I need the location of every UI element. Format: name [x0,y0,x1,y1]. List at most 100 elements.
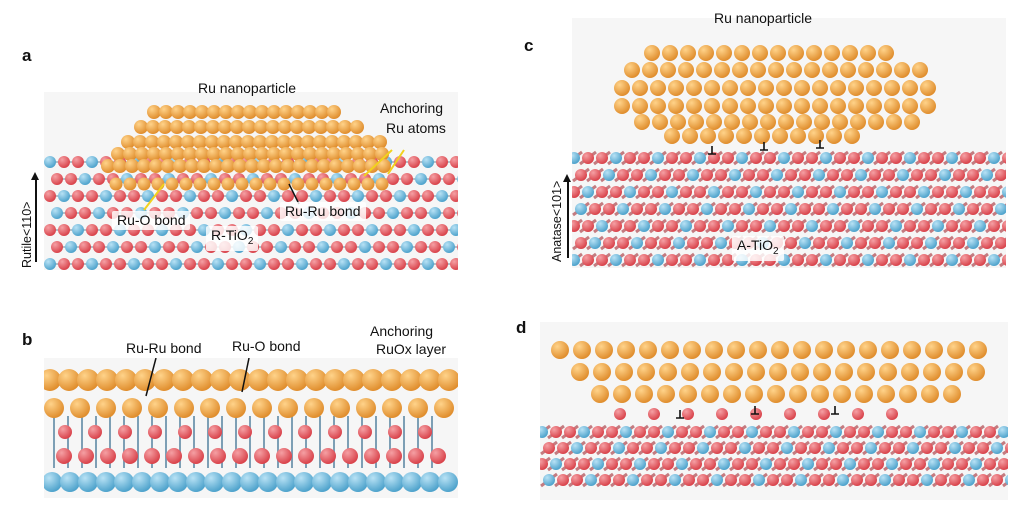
oxygen-atom [848,152,860,164]
oxygen-atom [851,474,863,486]
oxygen-atom [935,474,947,486]
ru-atom [337,135,351,149]
titanium-atom [603,169,615,181]
oxygen-atom [617,237,629,249]
oxygen-atom [876,152,888,164]
ru-atom [683,341,701,359]
oxygen-atom [606,458,618,470]
oxygen-atom [918,254,930,266]
oxygen-atom [430,448,446,464]
titanium-atom [348,472,368,492]
oxygen-atom [739,474,751,486]
ru-atom [664,128,680,144]
titanium-atom [946,152,958,164]
oxygen-atom [816,458,828,470]
oxygen-atom [925,169,937,181]
oxygen-atom [687,203,699,215]
oxygen-atom [122,448,138,464]
panel-a-nanoparticle-label: Ru nanoparticle [198,80,297,96]
titanium-atom [820,152,832,164]
ru-atom [945,363,963,381]
oxygen-atom [995,237,1006,249]
oxygen-atom [771,203,783,215]
oxygen-atom [276,448,292,464]
ru-atom [668,80,684,96]
bond [387,149,405,175]
ru-atom [181,135,195,149]
titanium-atom [743,203,755,215]
titanium-atom [613,442,625,454]
ru-atom [571,363,589,381]
ru-atom [77,369,99,391]
oxygen-atom [401,173,413,185]
oxygen-atom [324,190,336,202]
titanium-atom [736,152,748,164]
titanium-atom [275,241,287,253]
ru-atom [884,80,900,96]
oxygen-atom [886,426,898,438]
ru-atom [172,369,194,391]
oxygen-atom [100,224,112,236]
oxygen-atom [582,152,594,164]
oxygen-atom [166,448,182,464]
oxygen-atom [358,425,372,439]
oxygen-atom [380,190,392,202]
oxygen-atom [627,442,639,454]
ru-atom [174,398,194,418]
oxygen-atom [823,474,835,486]
ru-atom [632,80,648,96]
ru-atom [158,120,172,134]
oxygen-atom [680,186,692,198]
oxygen-atom [589,169,601,181]
ru-atom [754,128,770,144]
ru-atom [776,98,792,114]
oxygen-atom [65,207,77,219]
oxygen-atom [809,442,821,454]
ru-atom [772,128,788,144]
ru-atom [806,45,822,61]
oxygen-atom [827,237,839,249]
ru-atom [253,135,267,149]
ru-atom [195,105,209,119]
oxygen-atom [422,190,434,202]
dislocation-mark [676,410,684,419]
ru-atom [182,120,196,134]
titanium-atom [753,474,765,486]
panel-b-ru-ru-bond-label: Ru-Ru bond [126,340,202,356]
titanium-atom [872,426,884,438]
panel-b-structure [44,358,458,498]
oxygen-atom [289,241,301,253]
oxygen-atom [907,474,919,486]
oxygen-atom [991,474,1003,486]
ru-atom [343,369,365,391]
titanium-atom [988,254,1000,266]
oxygen-atom [170,190,182,202]
ru-atom [884,98,900,114]
titanium-atom [268,190,280,202]
ru-atom [351,147,365,161]
titanium-atom [366,472,386,492]
titanium-atom [93,207,105,219]
ru-atom [899,385,917,403]
oxygen-atom [967,203,979,215]
oxygen-atom [848,186,860,198]
oxygen-atom [939,203,951,215]
oxygen-atom [86,190,98,202]
oxygen-atom [918,152,930,164]
oxygen-atom [722,152,734,164]
oxygen-atom [820,186,832,198]
oxygen-atom [364,448,380,464]
ru-atom [705,341,723,359]
ru-atom [265,135,279,149]
oxygen-atom [408,190,420,202]
oxygen-atom [911,169,923,181]
ru-atom [231,105,245,119]
ru-atom [267,369,289,391]
oxygen-atom [946,186,958,198]
ru-atom [183,147,197,161]
oxygen-atom [690,426,702,438]
ru-atom [769,363,787,381]
oxygen-atom [338,224,350,236]
ru-atom [826,128,842,144]
oxygen-atom [634,426,646,438]
